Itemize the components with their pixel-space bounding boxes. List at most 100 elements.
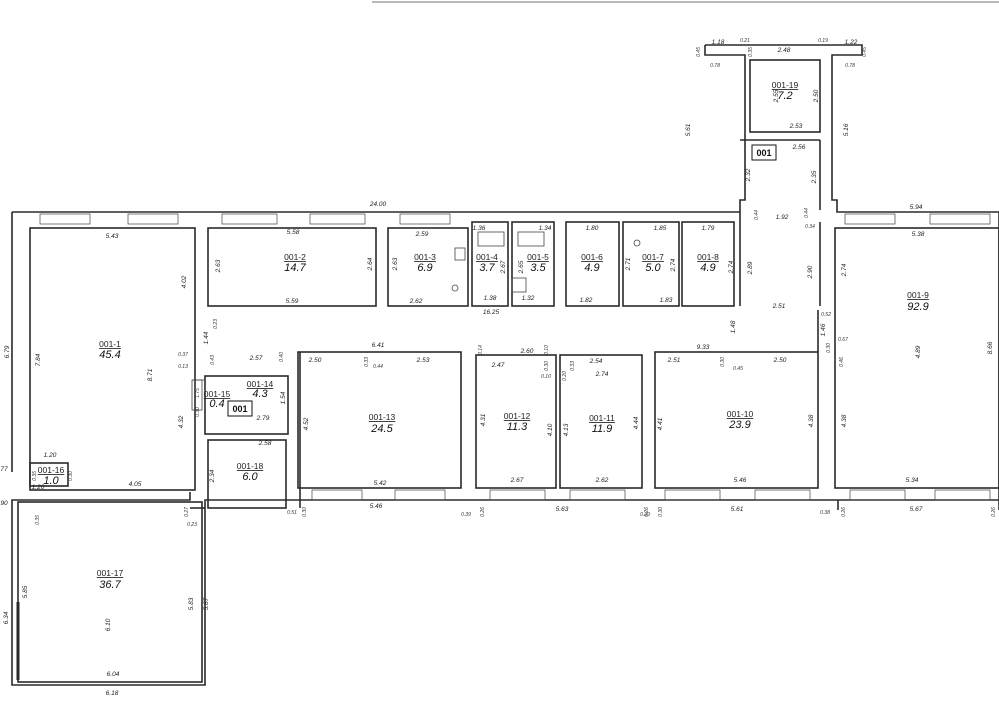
dimension-label: 2.74 <box>595 371 609 378</box>
plan-tag-mid: 001 <box>227 400 253 417</box>
dimension-label: 2.54 <box>589 358 603 365</box>
dimension-label: 0.46 <box>839 357 845 367</box>
room-wall-001-12 <box>475 354 557 489</box>
dimension-label: 0.44 <box>754 210 760 220</box>
dimension-label: 5.61 <box>731 506 744 513</box>
dimension-label: 1.22 <box>845 39 858 46</box>
dimension-label: 0.78 <box>710 63 720 69</box>
room-wall-001-1 <box>29 227 196 491</box>
room-wall-001-13 <box>297 351 462 489</box>
dimension-label: 8.66 <box>987 341 994 354</box>
room-001-3-name: 001-3 <box>414 252 436 262</box>
dimension-label: 2.62 <box>595 477 609 484</box>
dimension-label: 2.56 <box>792 144 806 151</box>
interior-walls <box>16 59 999 683</box>
room-001-5-name: 001-5 <box>527 252 549 262</box>
dimension-label: 0.44 <box>373 364 383 370</box>
room-001-9-name: 001-9 <box>907 290 929 300</box>
room-001-7-name: 001-7 <box>642 252 664 262</box>
room-001-2-area: 14.7 <box>284 262 306 274</box>
room-001-15-area: 0.4 <box>209 398 224 410</box>
dimension-label: 4.44 <box>633 416 640 429</box>
dimension-label: 2.34 <box>209 469 216 483</box>
dimension-label: 2.74 <box>670 258 677 272</box>
dimension-label: 2.53 <box>789 123 803 130</box>
dimension-label: 2.64 <box>367 257 374 271</box>
dimension-label: 4.41 <box>657 417 664 430</box>
dimension-label: 0.10 <box>541 374 551 380</box>
dimension-label: 0.43 <box>210 355 216 365</box>
dimension-label: 6.10 <box>105 618 112 631</box>
dimension-label: 1.75 <box>195 388 201 398</box>
dimension-label: 4.52 <box>303 417 310 430</box>
room-001-17-area: 36.7 <box>99 579 121 591</box>
dimension-label: 1.34 <box>539 225 552 232</box>
room-001-4-name: 001-4 <box>476 252 498 262</box>
dimension-label: 2.51 <box>772 303 786 310</box>
dimension-label: 0.45 <box>862 47 868 57</box>
dimension-label: 0.45 <box>696 47 702 57</box>
dimension-label: 5.87 <box>203 597 210 610</box>
room-001-10-area: 23.9 <box>728 419 750 431</box>
room-001-12-name: 001-12 <box>504 411 531 421</box>
dimension-label: 4.38 <box>808 414 815 427</box>
room-001-6-area: 4.9 <box>584 262 599 274</box>
dimension-label: 1.46 <box>820 323 827 336</box>
dimension-label: 90 <box>0 500 8 507</box>
dimension-label: 5.67 <box>910 506 923 513</box>
dimension-label: 2.71 <box>625 257 632 271</box>
dimension-label: 2.79 <box>256 415 270 422</box>
dimension-label: 2.59 <box>415 231 429 238</box>
dimension-label: 5.58 <box>287 229 300 236</box>
dimension-label: 0.23 <box>187 522 197 528</box>
dimension-label: 0.30 <box>195 407 201 417</box>
room-001-16-name: 001-16 <box>38 465 65 475</box>
dimension-label: 2.50 <box>813 89 820 103</box>
dimension-label: 0.67 <box>838 337 848 343</box>
dimension-label: 0.52 <box>821 312 831 318</box>
room-001-14-area: 4.3 <box>252 388 268 400</box>
dimension-label: 0.21 <box>740 38 750 44</box>
dimension-label: 2.55 <box>773 89 780 103</box>
dimension-label: 0.40 <box>279 352 285 362</box>
dimension-label: 0.51 <box>287 510 297 516</box>
dimension-label: 001 <box>756 148 771 158</box>
dimension-label: 9.33 <box>697 344 710 351</box>
dimension-label: 5.83 <box>188 597 195 610</box>
dimension-label: 16.25 <box>483 309 500 316</box>
dimension-label: 2.53 <box>416 357 430 364</box>
dimension-label: 0.33 <box>570 361 576 371</box>
room-wall-001-7 <box>622 221 680 307</box>
room-001-7-area: 5.0 <box>645 262 661 274</box>
dimension-label: 77 <box>0 466 8 473</box>
dimension-label: 2.51 <box>667 357 681 364</box>
plan-tag-top: 001 <box>751 144 777 161</box>
room-001-16-area: 1.0 <box>43 475 59 487</box>
room-wall-001-5 <box>511 221 555 307</box>
dimension-label: 2.90 <box>807 265 814 279</box>
room-001-11-area: 11.9 <box>592 423 613 435</box>
room-001-8-name: 001-8 <box>697 252 719 262</box>
dimension-label: 6.18 <box>106 690 119 697</box>
dimensions-vertical: 2.55 2.50 5.61 5.16 2.32 2.35 2.90 2.74 … <box>3 89 994 631</box>
dimension-label: 0.26 <box>841 507 847 517</box>
dimension-label: 6.79 <box>4 345 11 358</box>
dimension-label: 2.58 <box>258 440 272 447</box>
plumbing-fixtures <box>451 231 641 293</box>
dimension-label: 0.39 <box>640 512 650 518</box>
dimension-label: 0.19 <box>818 38 828 44</box>
dimension-label: 0.14 <box>478 345 484 355</box>
dimension-label: 1.54 <box>280 391 287 404</box>
dimension-label: 0.27 <box>184 507 190 517</box>
room-001-11-name: 001-11 <box>589 413 615 423</box>
dimension-label: 24.00 <box>369 201 387 208</box>
dimension-label: 1.79 <box>702 225 715 232</box>
dimension-label: 2.62 <box>409 298 423 305</box>
dimension-label: 0.39 <box>461 512 471 518</box>
room-001-13-area: 24.5 <box>370 423 393 435</box>
dimension-label: 5.46 <box>370 503 383 510</box>
dimension-label: 0.78 <box>845 63 855 69</box>
dimension-label: 2.63 <box>392 257 399 271</box>
dimension-label: 6.04 <box>107 671 120 678</box>
room-wall-001-17 <box>17 501 203 683</box>
